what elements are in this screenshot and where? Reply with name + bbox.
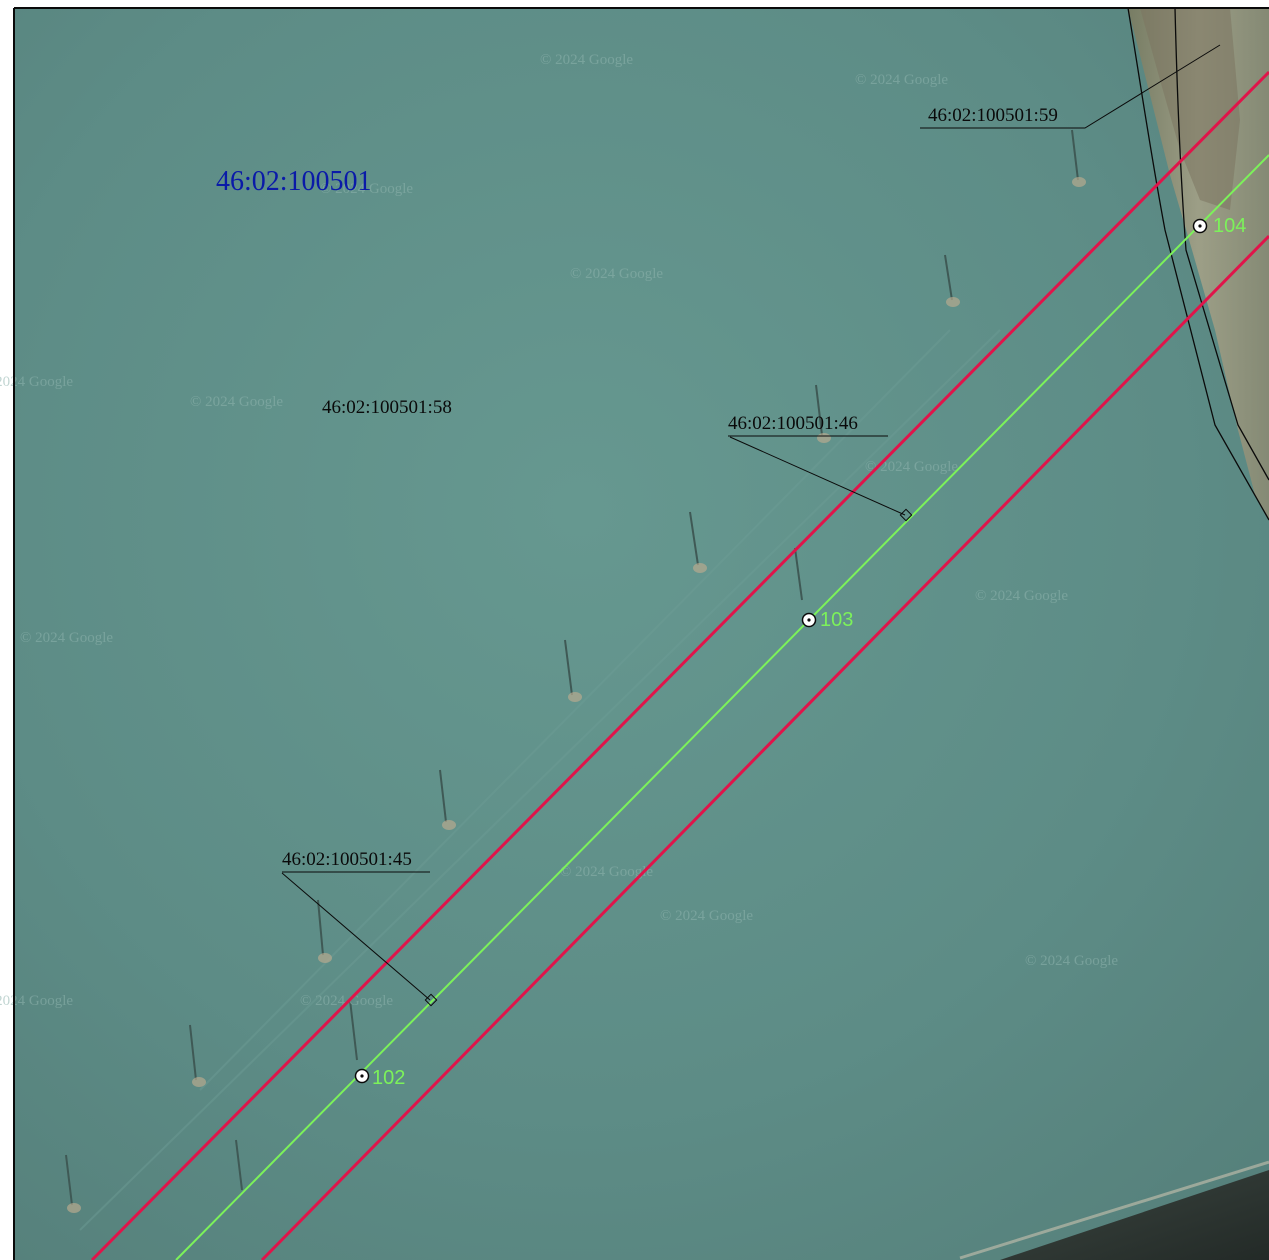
pole xyxy=(794,547,803,601)
pole xyxy=(689,511,707,573)
pole xyxy=(349,999,358,1061)
zone-boundary-north xyxy=(90,70,1269,1260)
watermark: © 2024 Google xyxy=(560,864,653,880)
point-center-icon xyxy=(1198,224,1202,228)
zone-boundaries xyxy=(90,70,1269,1260)
point-label: 102 xyxy=(372,1067,405,1089)
leader-parcel-45-arrow xyxy=(281,872,431,1001)
field-imagery xyxy=(14,8,1269,1260)
pole xyxy=(235,1139,243,1191)
watermark: © 2024 Google xyxy=(540,52,633,68)
watermark: © 2024 Google xyxy=(660,908,753,924)
road-edge xyxy=(959,1160,1269,1260)
leader-parcel-59 xyxy=(920,44,1221,129)
watermark: © 2024 Google xyxy=(0,993,73,1009)
survey-point-104[interactable]: 104 xyxy=(1192,215,1247,237)
point-center-icon xyxy=(360,1074,364,1078)
watermark: © 2024 Google xyxy=(190,394,283,410)
parcel-label-59: 46:02:100501:59 xyxy=(928,105,1058,126)
parcel-boundaries xyxy=(1127,7,1269,521)
survey-point-102[interactable]: 102 xyxy=(354,1067,406,1089)
pole xyxy=(944,254,960,307)
field-tracks xyxy=(79,329,1001,1231)
watermark: © 2024 Google xyxy=(865,459,958,475)
embankment-shrubs xyxy=(1140,8,1240,210)
watermark: © 2024 Google xyxy=(20,630,113,646)
parcel-label-45: 46:02:100501:45 xyxy=(282,849,412,870)
watermark: © 2024 Google xyxy=(0,374,73,390)
watermark: © 2024 Google xyxy=(975,588,1068,604)
pole xyxy=(317,899,332,963)
leader-parcel-46-arrow xyxy=(729,436,906,516)
parcel-label-58: 46:02:100501:58 xyxy=(322,397,452,418)
watermark: © 2024 Google xyxy=(570,266,663,282)
watermark: © 2024 Google xyxy=(320,181,413,197)
imagery-watermarks: © 2024 Google © 2024 Google © 2024 Googl… xyxy=(0,52,1118,1009)
zone-boundary-south xyxy=(260,234,1269,1260)
road-area xyxy=(1000,1170,1269,1260)
point-label: 103 xyxy=(820,609,853,631)
parcel-label-46: 46:02:100501:46 xyxy=(728,413,858,434)
leader-parcel-45-marker xyxy=(424,993,438,1007)
pole xyxy=(65,1154,81,1213)
pole xyxy=(564,639,582,702)
point-center-icon xyxy=(807,618,811,622)
pole xyxy=(1071,129,1086,187)
watermark: © 2024 Google xyxy=(855,72,948,88)
pole xyxy=(189,1024,206,1087)
parcel-boundary-inner xyxy=(1174,7,1269,481)
parcel-boundary-outer xyxy=(1127,7,1269,521)
quarter-label: 46:02:100501 xyxy=(216,166,372,197)
pole-supports xyxy=(65,129,1086,1213)
watermark: © 2024 Google xyxy=(1025,953,1118,969)
leader-parcel-46-marker xyxy=(899,508,913,522)
survey-point-103[interactable]: 103 xyxy=(801,609,854,631)
point-label: 104 xyxy=(1213,215,1246,237)
pole xyxy=(439,769,456,830)
label-leaders xyxy=(281,44,1221,1007)
